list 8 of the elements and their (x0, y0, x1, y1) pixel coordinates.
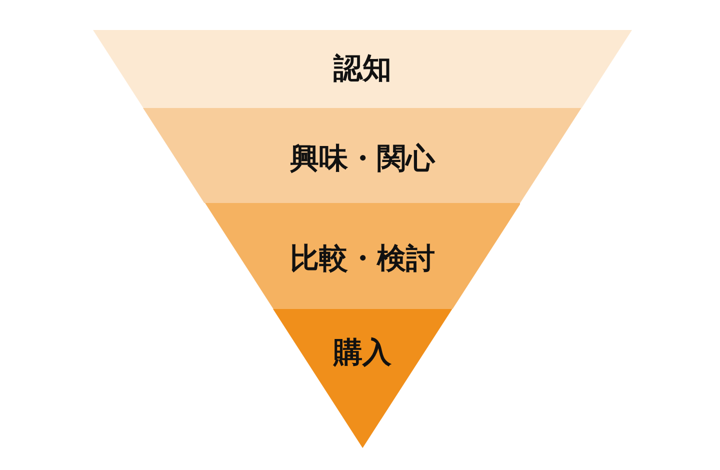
funnel-band (93, 30, 632, 108)
funnel-band (143, 108, 582, 203)
stage-label: 認知 (334, 51, 392, 85)
stage-label: 比較・検討 (290, 241, 435, 275)
funnel-band (204, 203, 520, 309)
stage-label: 興味・関心 (290, 141, 435, 175)
stage-label: 購入 (333, 335, 392, 369)
funnel-tip (272, 309, 452, 448)
